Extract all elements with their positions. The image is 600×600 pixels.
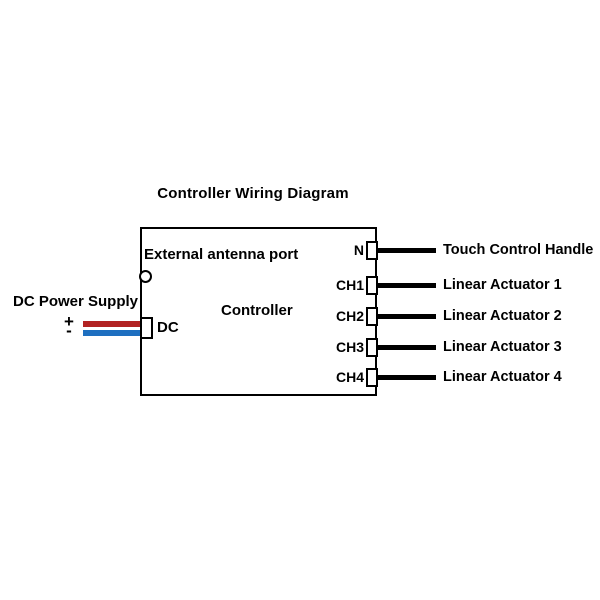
port-connector-n — [366, 240, 378, 260]
port-label-ch4: CH4 — [335, 369, 364, 385]
device-label-touch-control-handle: Touch Control Handle — [443, 242, 594, 258]
device-label-linear-actuator-1: Linear Actuator 1 — [443, 277, 562, 293]
diagram-title: Controller Wiring Diagram — [157, 185, 349, 202]
channel-wire-ch3 — [378, 344, 436, 350]
dc-port-label: DC — [157, 319, 179, 336]
controller-box — [140, 227, 377, 396]
port-connector-ch4 — [366, 367, 378, 387]
device-label-linear-actuator-2: Linear Actuator 2 — [443, 308, 562, 324]
positive-power-wire — [83, 321, 141, 327]
dc-port-connector — [140, 317, 153, 339]
dc-power-supply-label: DC Power Supply — [13, 293, 139, 310]
negative-terminal-symbol: - — [66, 321, 72, 340]
channel-wire-ch2 — [378, 313, 436, 319]
channel-row-ch1: CH1 Linear Actuator 1 — [318, 273, 562, 297]
external-antenna-port-label: External antenna port — [144, 246, 299, 263]
negative-power-wire — [83, 330, 141, 336]
channel-row-n: N Touch Control Handle — [318, 238, 593, 262]
port-connector-ch2 — [366, 306, 378, 326]
channel-wire-ch1 — [378, 282, 436, 288]
channel-wire-ch4 — [378, 374, 436, 380]
channel-row-ch4: CH4 Linear Actuator 4 — [318, 365, 562, 389]
positive-terminal-symbol: + — [64, 312, 74, 331]
port-connector-ch3 — [366, 337, 378, 357]
port-connector-ch1 — [366, 275, 378, 295]
channel-row-ch2: CH2 Linear Actuator 2 — [318, 304, 562, 328]
channel-wire-n — [378, 247, 436, 253]
device-label-linear-actuator-3: Linear Actuator 3 — [443, 339, 562, 355]
port-label-ch1: CH1 — [335, 277, 364, 293]
device-label-linear-actuator-4: Linear Actuator 4 — [443, 369, 562, 385]
port-label-ch3: CH3 — [335, 339, 364, 355]
antenna-port-icon — [139, 270, 152, 283]
controller-label: Controller — [221, 302, 293, 319]
channel-row-ch3: CH3 Linear Actuator 3 — [318, 335, 562, 359]
port-label-ch2: CH2 — [335, 308, 364, 324]
port-label-n: N — [353, 242, 364, 258]
